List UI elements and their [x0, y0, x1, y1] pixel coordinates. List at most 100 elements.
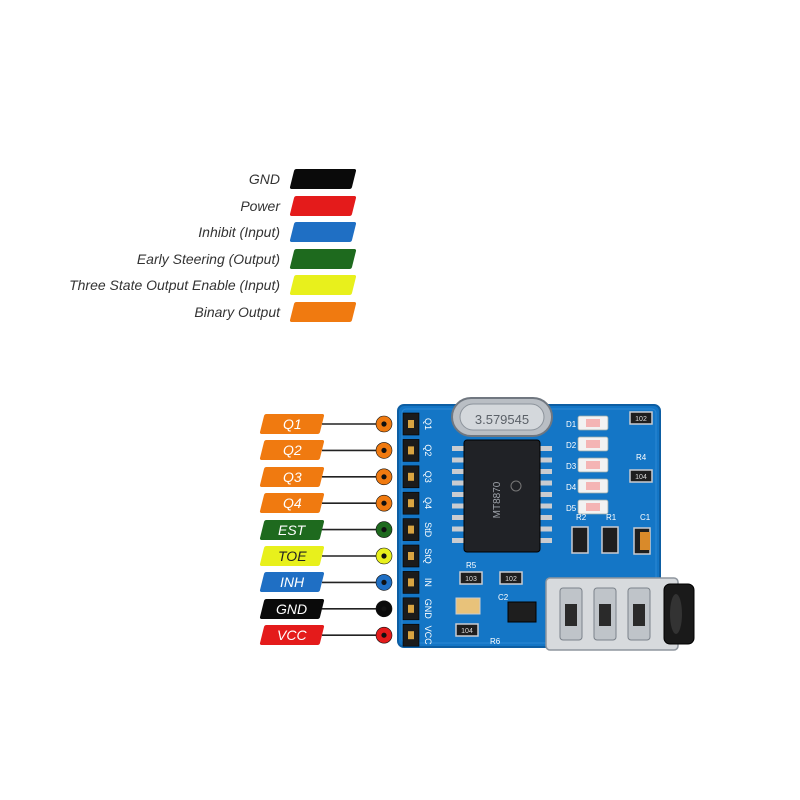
silkscreen-label: StQ	[423, 548, 433, 564]
led-lens	[586, 419, 600, 427]
legend-label: Early Steering (Output)	[136, 250, 280, 267]
chip-leg-right	[538, 480, 552, 486]
resistor-label: R6	[490, 637, 501, 646]
resistor-label: R1	[606, 513, 617, 522]
smd-code: 104	[635, 474, 647, 481]
chip-leg-left	[452, 446, 466, 451]
header-pin-gold	[408, 631, 414, 640]
header-pin-gold	[408, 499, 414, 508]
chip-leg-right	[538, 526, 552, 532]
chip-leg-right	[538, 503, 552, 509]
smd-component	[455, 623, 479, 637]
smd-component	[499, 571, 523, 585]
pin-dot-center	[381, 527, 387, 533]
pin-dot-center	[381, 606, 387, 612]
silkscreen-label: VCC	[423, 626, 433, 646]
ic-chip	[463, 439, 541, 553]
header-pin-gold	[408, 604, 414, 613]
resistor-label: R2	[576, 513, 587, 522]
legend-item: Inhibit (Input)	[198, 221, 357, 243]
pin-dot-center	[381, 579, 387, 586]
transistor	[507, 601, 537, 623]
led-label: D5	[566, 504, 577, 513]
smd-code: 102	[505, 576, 517, 583]
led-lens	[586, 482, 600, 490]
chip-leg-right	[538, 446, 552, 451]
chip-leg-left	[452, 515, 466, 520]
legend-label: Binary Output	[194, 303, 280, 320]
pin-dot-center	[381, 447, 387, 453]
tantalum-capacitor	[640, 532, 650, 550]
resistor-label: R4	[636, 453, 647, 462]
smd-code: 102	[635, 416, 647, 423]
chip-leg-left	[452, 469, 466, 474]
legend-item: Early Steering (Output)	[136, 248, 357, 270]
capacitor	[455, 597, 481, 615]
led-label: D2	[566, 441, 577, 450]
audio-jack-slot	[599, 604, 611, 626]
pin-dot-center	[381, 474, 387, 480]
capacitor-label: C2	[498, 593, 509, 602]
chip-leg-right	[538, 492, 552, 497]
header-pin-gold	[408, 446, 414, 455]
chip-leg-left	[452, 457, 466, 463]
silkscreen-label: Q2	[423, 444, 433, 456]
silkscreen-label: StD	[423, 522, 433, 538]
header-pin-gold	[408, 552, 414, 560]
header-pin-gold	[408, 525, 414, 534]
chip-leg-left	[452, 538, 466, 543]
led-label: D3	[566, 462, 577, 471]
resistor-label: R5	[466, 561, 477, 570]
legend-label: Inhibit (Input)	[198, 224, 280, 240]
led-label: D4	[566, 483, 577, 492]
legend-label: GND	[248, 171, 280, 187]
legend-label: Power	[240, 197, 280, 214]
led-label: D1	[566, 420, 577, 429]
chip-leg-right	[538, 515, 552, 520]
chip-leg-left	[452, 503, 466, 509]
silkscreen-label: Q3	[423, 471, 433, 483]
header-pin-gold	[408, 420, 414, 428]
chip-leg-left	[452, 492, 466, 497]
led-lens	[586, 440, 600, 448]
chip-leg-right	[538, 469, 552, 474]
smd-component	[629, 469, 653, 483]
legend-label: Three State Output Enable (Input)	[69, 277, 280, 293]
silkscreen-label: Q4	[423, 497, 433, 509]
crystal-top	[459, 403, 545, 431]
chip-leg-right	[538, 538, 552, 543]
audio-jack-slot	[565, 604, 577, 626]
smd-component	[601, 526, 619, 554]
silkscreen-label: Q1	[423, 418, 433, 430]
header-pin-gold	[408, 578, 414, 587]
led-lens	[586, 461, 600, 469]
capacitor-label: C1	[640, 513, 651, 522]
chip-leg-left	[452, 526, 466, 532]
pin-dot-center	[381, 553, 387, 559]
smd-code: 104	[461, 628, 473, 635]
led-lens	[586, 503, 600, 511]
audio-jack-slot	[633, 604, 645, 626]
chip-leg-right	[538, 457, 552, 463]
smd-component	[459, 571, 483, 585]
smd-component	[629, 411, 653, 425]
legend-item: Power	[240, 195, 357, 217]
chip-leg-left	[452, 480, 466, 486]
header-pin-gold	[408, 472, 414, 481]
smd-component	[571, 526, 589, 554]
silkscreen-label: IN	[423, 578, 433, 587]
smd-code: 103	[465, 576, 477, 583]
crystal-label: 3.579545	[475, 412, 529, 427]
legend-item: GND	[248, 168, 357, 190]
audio-jack-opening	[670, 594, 682, 634]
pin-dot-center	[381, 500, 387, 506]
chip-logo-mark	[510, 480, 522, 492]
pin-dot-center	[381, 632, 387, 638]
pin-dot-center	[381, 421, 387, 427]
legend-item: Binary Output	[194, 301, 357, 323]
silkscreen-label: GND	[423, 599, 433, 620]
chip-label: MT8870	[492, 481, 503, 518]
legend-item: Three State Output Enable (Input)	[69, 274, 357, 296]
